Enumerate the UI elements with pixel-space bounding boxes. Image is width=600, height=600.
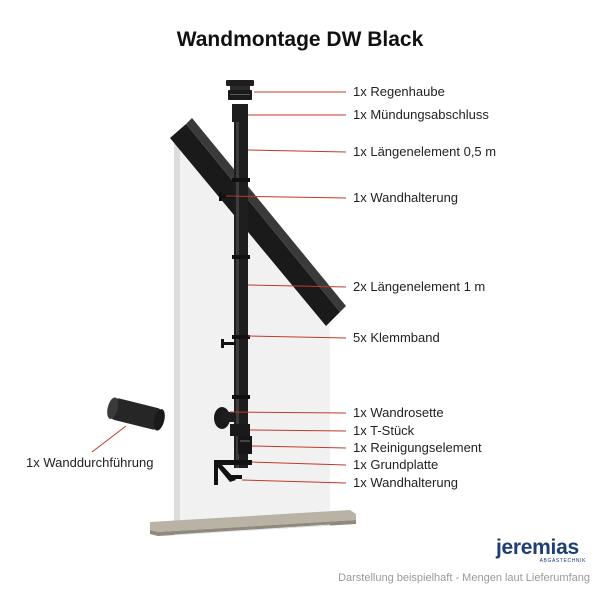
- jeremias-logo: jeremias ABGASTECHNIK: [496, 536, 592, 564]
- label-regenhaube: 1x Regenhaube: [353, 84, 445, 99]
- label-wandrosette: 1x Wandrosette: [353, 405, 444, 420]
- logo-wordmark: jeremias: [496, 536, 579, 559]
- leader-line: [91, 425, 127, 453]
- wall-shade: [174, 143, 180, 522]
- leader-line: [251, 461, 347, 466]
- label-wanddurchfuehrung: 1x Wanddurchführung: [26, 455, 154, 470]
- leader-line: [249, 429, 347, 432]
- rain-cap-icon: [226, 80, 254, 100]
- wall-duct-icon: [107, 397, 165, 431]
- roof-edge: [170, 124, 340, 326]
- label-laengenelement-1m: 2x Längenelement 1 m: [353, 279, 486, 294]
- leader-lines: [91, 91, 347, 484]
- label-klemmband: 5x Klemmband: [353, 330, 440, 345]
- clamp-band: [232, 395, 250, 399]
- leader-line: [229, 411, 347, 414]
- house-wall: [174, 143, 330, 522]
- leader-line: [251, 445, 347, 449]
- roof-top: [186, 118, 346, 312]
- label-muendungsabschluss: 1x Mündungsabschluss: [353, 107, 489, 122]
- base-plate-bracket: [214, 460, 252, 485]
- outlet-terminal: [232, 104, 248, 122]
- leader-line: [247, 335, 347, 339]
- leader-line: [247, 149, 347, 153]
- diagram-title: Wandmontage DW Black: [176, 28, 424, 51]
- window-sill: [150, 510, 356, 532]
- clamp-band: [232, 178, 250, 182]
- t-piece: [230, 424, 250, 436]
- clamp-band: [232, 255, 250, 259]
- wall-bracket-middle: [221, 339, 236, 348]
- leader-line: [225, 195, 347, 199]
- label-wandhalterung-oben: 1x Wandhalterung: [353, 190, 459, 205]
- leader-line: [247, 284, 347, 288]
- cleaning-element: [238, 436, 252, 454]
- logo-subline: ABGASTECHNIK: [539, 558, 586, 564]
- wall-bottom: [173, 524, 331, 536]
- label-grundplatte: 1x Grundplatte: [353, 457, 439, 472]
- leader-line: [241, 479, 347, 484]
- clamp-band: [232, 335, 250, 339]
- footer-disclaimer: Darstellung beispielhaft - Mengen laut L…: [338, 572, 590, 584]
- label-t-stueck: 1x T-Stück: [353, 423, 415, 438]
- label-laengenelement-05: 1x Längenelement 0,5 m: [353, 144, 497, 159]
- window-sill-front: [150, 520, 356, 536]
- label-wandhalterung-unten: 1x Wandhalterung: [353, 475, 459, 490]
- label-reinigungselement: 1x Reinigungselement: [353, 440, 482, 455]
